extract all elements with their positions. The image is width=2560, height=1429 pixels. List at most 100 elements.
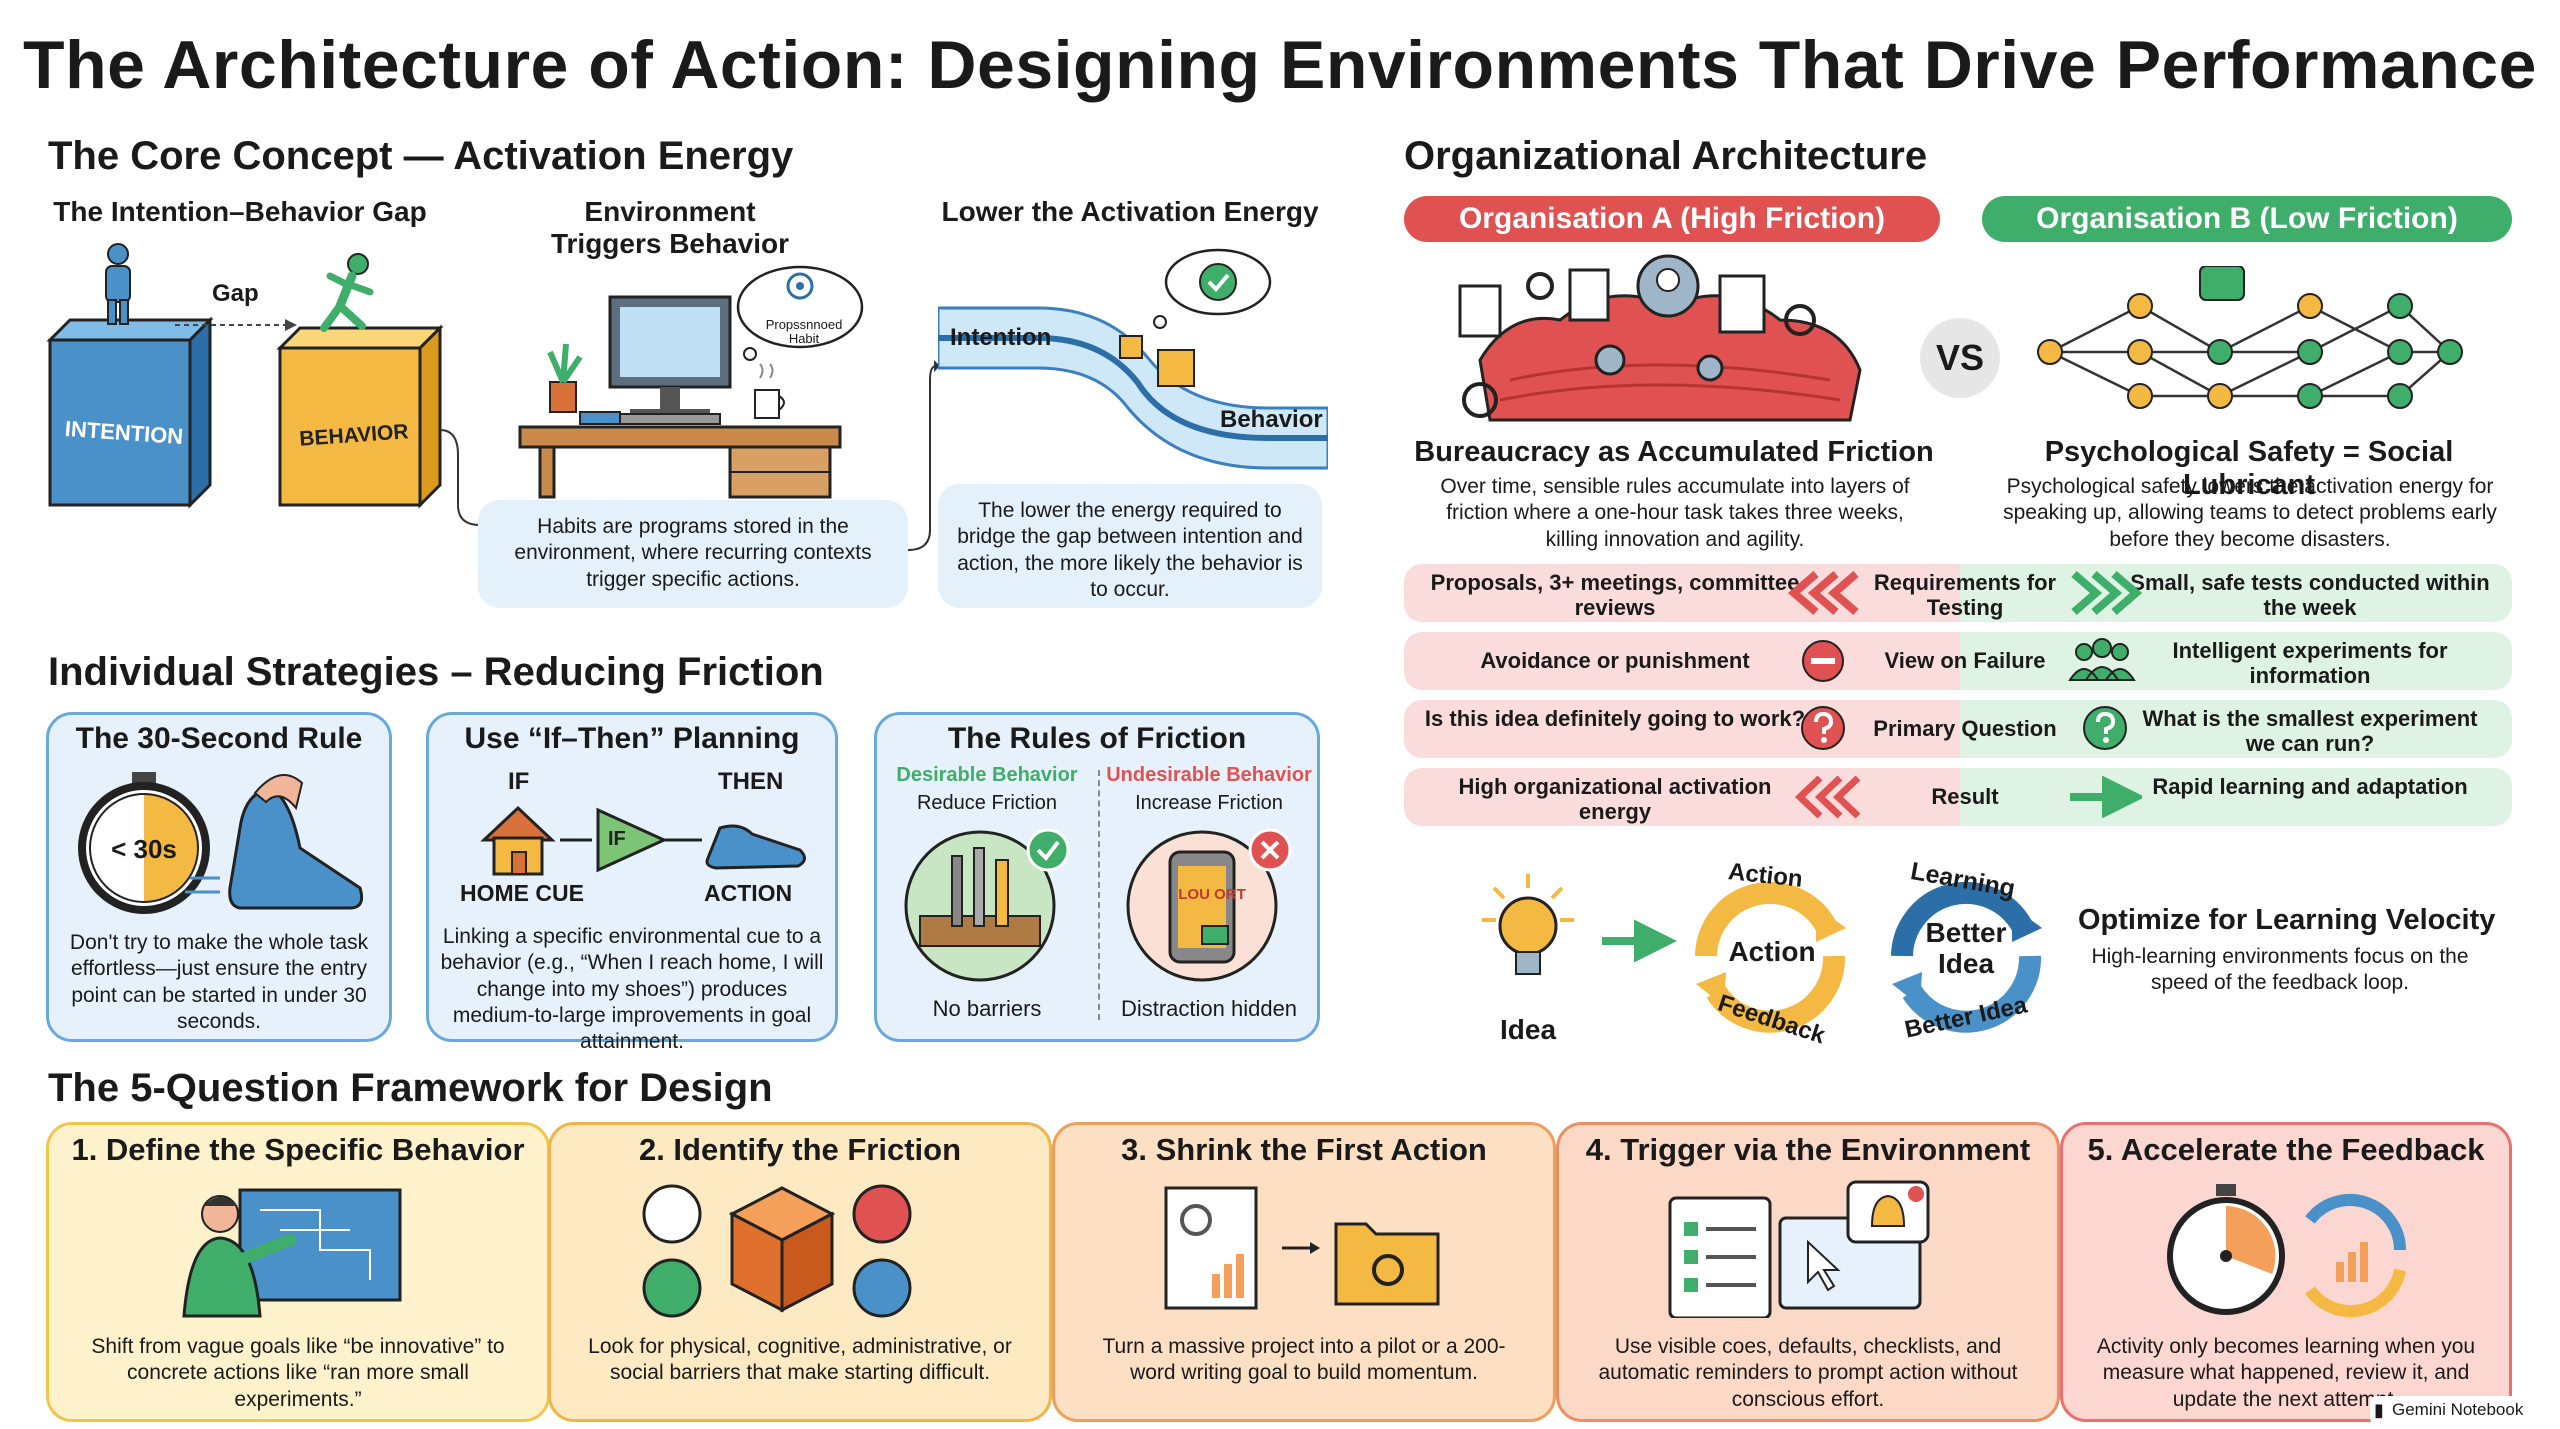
individual-heading: Individual Strategies – Reducing Frictio…: [48, 650, 824, 694]
a-title: Bureaucracy as Accumulated Friction: [1414, 436, 1934, 468]
ifthen-text: Linking a specific environmental cue to …: [440, 925, 824, 1053]
step-2-text: Look for physical, cognitive, administra…: [588, 1335, 1012, 1385]
row-4-mid: Result: [1931, 784, 1999, 809]
intention-behavior-illustration: [46, 243, 480, 526]
comparison-row-1-left-bg: [1404, 564, 1960, 622]
then-label: THEN: [718, 768, 784, 795]
rule-title: The 30-Second Rule: [75, 722, 363, 755]
comparison-row-4-right-bg: [1960, 768, 2512, 826]
intention-label: Intention: [950, 324, 1052, 351]
shrink-action-icon: [1164, 1186, 1440, 1310]
ifthen-title: Use “If–Then” Planning: [464, 722, 800, 755]
step-4-title: 4. Trigger via the Environment: [1585, 1132, 2031, 1167]
question-red-icon: [1801, 706, 1845, 750]
rule-text: Don't try to make the whole task effortl…: [69, 931, 369, 1033]
blueprint-person-icon: [182, 1188, 402, 1318]
framework-heading: The 5-Question Framework for Design: [48, 1066, 773, 1110]
distraction-label: Distraction hidden: [1120, 996, 1298, 1021]
connector-arrow: [907, 360, 940, 551]
cycle-arrow-icon: [1602, 919, 1677, 963]
row-4-right: Rapid learning and adaptation: [2152, 774, 2468, 799]
notebook-icon: ▮: [2374, 1400, 2384, 1420]
lightbulb-icon: [1482, 874, 1574, 975]
action-feedback-cycle-icon: [1695, 882, 1846, 1033]
vs-badge: VS: [1920, 318, 2000, 398]
action-label: ACTION: [704, 880, 793, 906]
question-green-icon: [2083, 706, 2127, 750]
comparison-row-1-right-bg: [1960, 564, 2512, 622]
hidden-phone-icon: [1126, 828, 1292, 982]
row-3-left: Is this idea definitely going to work?: [1424, 706, 1806, 731]
rules-title: The Rules of Friction: [947, 722, 1247, 755]
org-a-pill: Organisation A (High Friction): [1404, 196, 1940, 242]
step-4-text: Use visible coes, defaults, checklists, …: [1598, 1335, 2018, 1411]
gate-label: IF: [608, 828, 626, 850]
row-1-left: Proposals, 3+ meetings, committee review…: [1430, 570, 1800, 621]
desk-illustration: [518, 265, 864, 499]
badge-label: Gemini Notebook: [2392, 1400, 2524, 1419]
red-back-chevrons-icon: [1794, 775, 1860, 819]
a-text: Over time, sensible rules accumulate int…: [1440, 475, 1910, 551]
step-3-title: 3. Shrink the First Action: [1121, 1132, 1487, 1167]
velocity-text: High-learning environments focus on the …: [2091, 945, 2469, 995]
increase-label: Increase Friction: [1135, 792, 1283, 814]
lower-caption: The lower the energy required to bridge …: [938, 484, 1322, 608]
comparison-row-4-left-bg: [1404, 768, 1960, 826]
row-2-left: Avoidance or punishment: [1480, 648, 1750, 673]
row-1-mid: Requirements for Testing: [1873, 570, 2057, 621]
learning-cycle-icon: [1891, 882, 2042, 1033]
feedback-stopwatch-icon: [2167, 1184, 2406, 1318]
row-3-right: What is the smallest experiment we can r…: [2142, 706, 2478, 757]
gemini-badge: ▮ Gemini Notebook: [2370, 1396, 2556, 1424]
page-title: The Architecture of Action: Designing En…: [23, 27, 2537, 103]
no-barriers-label: No barriers: [932, 996, 1042, 1021]
team-icon: [2068, 638, 2136, 681]
green-chevrons-icon: [2071, 570, 2143, 616]
comparison-row-2-right-bg: [1960, 632, 2512, 690]
row-2-right: Intelligent experiments for information: [2172, 638, 2448, 689]
green-arrow-icon: [2070, 776, 2142, 818]
velocity-title: Optimize for Learning Velocity: [2078, 904, 2496, 936]
core-heading: The Core Concept — Activation Energy: [48, 134, 794, 178]
step-3-text: Turn a massive project into a pilot or a…: [1102, 1335, 1506, 1385]
stopwatch-shoe-icon: [78, 772, 364, 914]
step-5-text: Activity only becomes learning when you …: [2096, 1335, 2476, 1411]
step-2-title: 2. Identify the Friction: [638, 1132, 962, 1167]
friction-divider: [1098, 770, 1100, 1020]
behavior-label: Behavior: [1220, 406, 1323, 433]
gap-label: Gap: [212, 280, 259, 307]
reduce-label: Reduce Friction: [916, 792, 1058, 814]
phone-label: LOU ORT: [1178, 886, 1246, 903]
comparison-row-3-left-bg: [1404, 700, 1960, 758]
gap-title: The Intention–Behavior Gap: [53, 196, 427, 227]
step-1-title: 1. Define the Specific Behavior: [71, 1132, 525, 1167]
activation-slope-illustration: [938, 248, 1328, 470]
environment-trigger-icon: [1668, 1180, 1930, 1318]
framework-step-3: [1052, 1122, 1556, 1422]
b-text: Psychological safety lowers the activati…: [2003, 475, 2497, 551]
if-label: IF: [508, 768, 530, 795]
framework-step-5: [2060, 1122, 2512, 1422]
minus-circle-icon: [1802, 640, 1844, 682]
row-3-mid: Primary Question: [1873, 716, 2057, 741]
row-2-mid: View on Failure: [1884, 648, 2046, 673]
step-1-text: Shift from vague goals like “be innovati…: [91, 1335, 505, 1411]
undesirable-label: Undesirable Behavior: [1106, 764, 1312, 786]
env-caption: Habits are programs stored in the enviro…: [478, 500, 908, 608]
home-cue-label: HOME CUE: [460, 880, 584, 906]
red-chevrons-icon: [1787, 570, 1859, 616]
if-then-flow-icon: [480, 805, 806, 876]
row-1-right: Small, safe tests conducted within the w…: [2130, 570, 2490, 621]
tools-icon: [904, 828, 1070, 982]
idea-label: Idea: [1500, 1014, 1557, 1045]
friction-cube-icon: [642, 1184, 912, 1318]
comparison-row-2-left-bg: [1404, 632, 1960, 690]
lower-title: Lower the Activation Energy: [941, 196, 1319, 227]
network-illustration: [2037, 266, 2463, 409]
row-4-left: High organizational activation energy: [1458, 774, 1772, 825]
comparison-row-3-right-bg: [1960, 700, 2512, 758]
b-title: Psychological Safety = Social Lubricant: [2044, 436, 2454, 501]
timer-label: < 30s: [111, 834, 177, 864]
